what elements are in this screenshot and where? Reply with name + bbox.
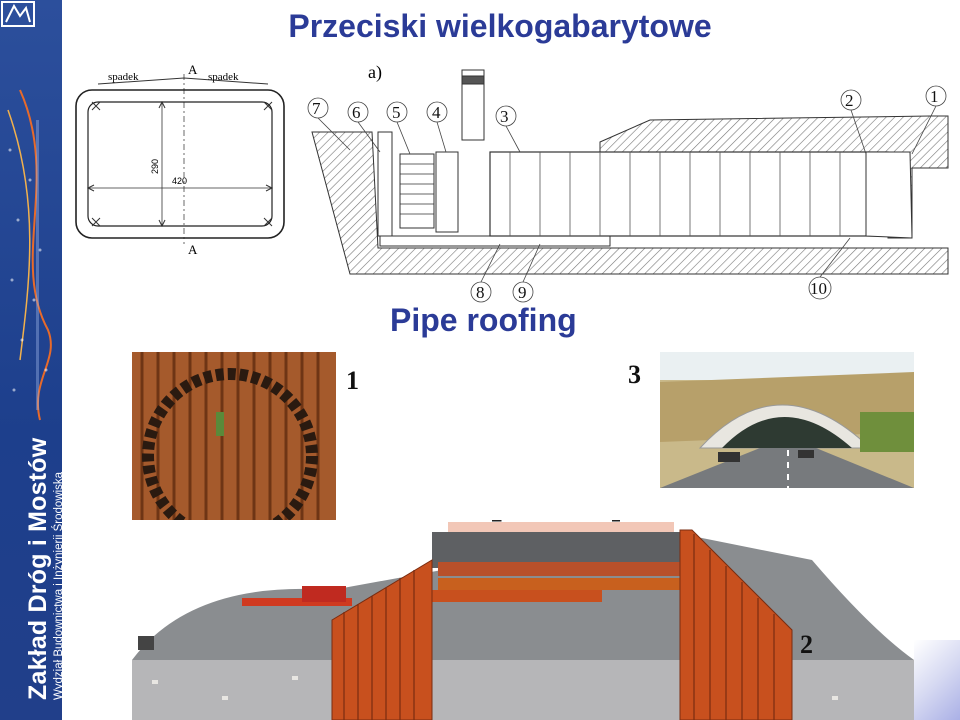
section-subtitle: Pipe roofing — [390, 302, 577, 338]
photo-label-2: 2 — [800, 630, 813, 659]
callout-3: 3 — [500, 107, 509, 126]
pipe-jacking-diagram: a) 1 2 3 4 5 6 7 8 9 — [307, 62, 949, 303]
photo-road-tunnel — [660, 352, 914, 488]
callout-6: 6 — [352, 103, 361, 122]
callout-4: 4 — [432, 103, 441, 122]
photo-pipe-ring — [132, 352, 336, 544]
callout-7: 7 — [312, 99, 321, 118]
callout-8: 8 — [476, 283, 485, 302]
height-dimension: 290 — [150, 159, 160, 174]
sidebar-caption: Zakład Dróg i Mostów Wydział Budownictwa… — [24, 437, 62, 700]
callout-2: 2 — [845, 91, 854, 110]
page-title: Przeciski wielkogabarytowe — [288, 8, 712, 44]
sidebar-line2: Wydział Budownictwa i Inżynierii Środowi… — [53, 471, 62, 700]
cross-section-drawing: spadek spadek A A 290 420 — [75, 62, 285, 257]
sidebar-line1: Zakład Dróg i Mostów — [24, 437, 52, 700]
callout-1: 1 — [930, 87, 939, 106]
pipe-roofing-scene — [132, 520, 914, 720]
diagram-label: a) — [368, 62, 382, 83]
slope-right-label: spadek — [208, 71, 239, 83]
callout-10: 10 — [810, 279, 827, 298]
corner-decoration — [914, 640, 960, 720]
photo-label-3: 3 — [628, 360, 641, 389]
section-marker-bottom: A — [188, 242, 198, 257]
callout-5: 5 — [392, 103, 401, 122]
university-logo-icon — [1, 1, 35, 27]
section-marker-top: A — [188, 62, 198, 77]
width-dimension: 420 — [172, 176, 187, 186]
callout-9: 9 — [518, 283, 527, 302]
slope-left-label: spadek — [108, 71, 139, 83]
sidebar: Zakład Dróg i Mostów Wydział Budownictwa… — [0, 0, 62, 720]
photo-label-1: 1 — [346, 366, 359, 395]
sidebar-decoration — [7, 89, 52, 421]
